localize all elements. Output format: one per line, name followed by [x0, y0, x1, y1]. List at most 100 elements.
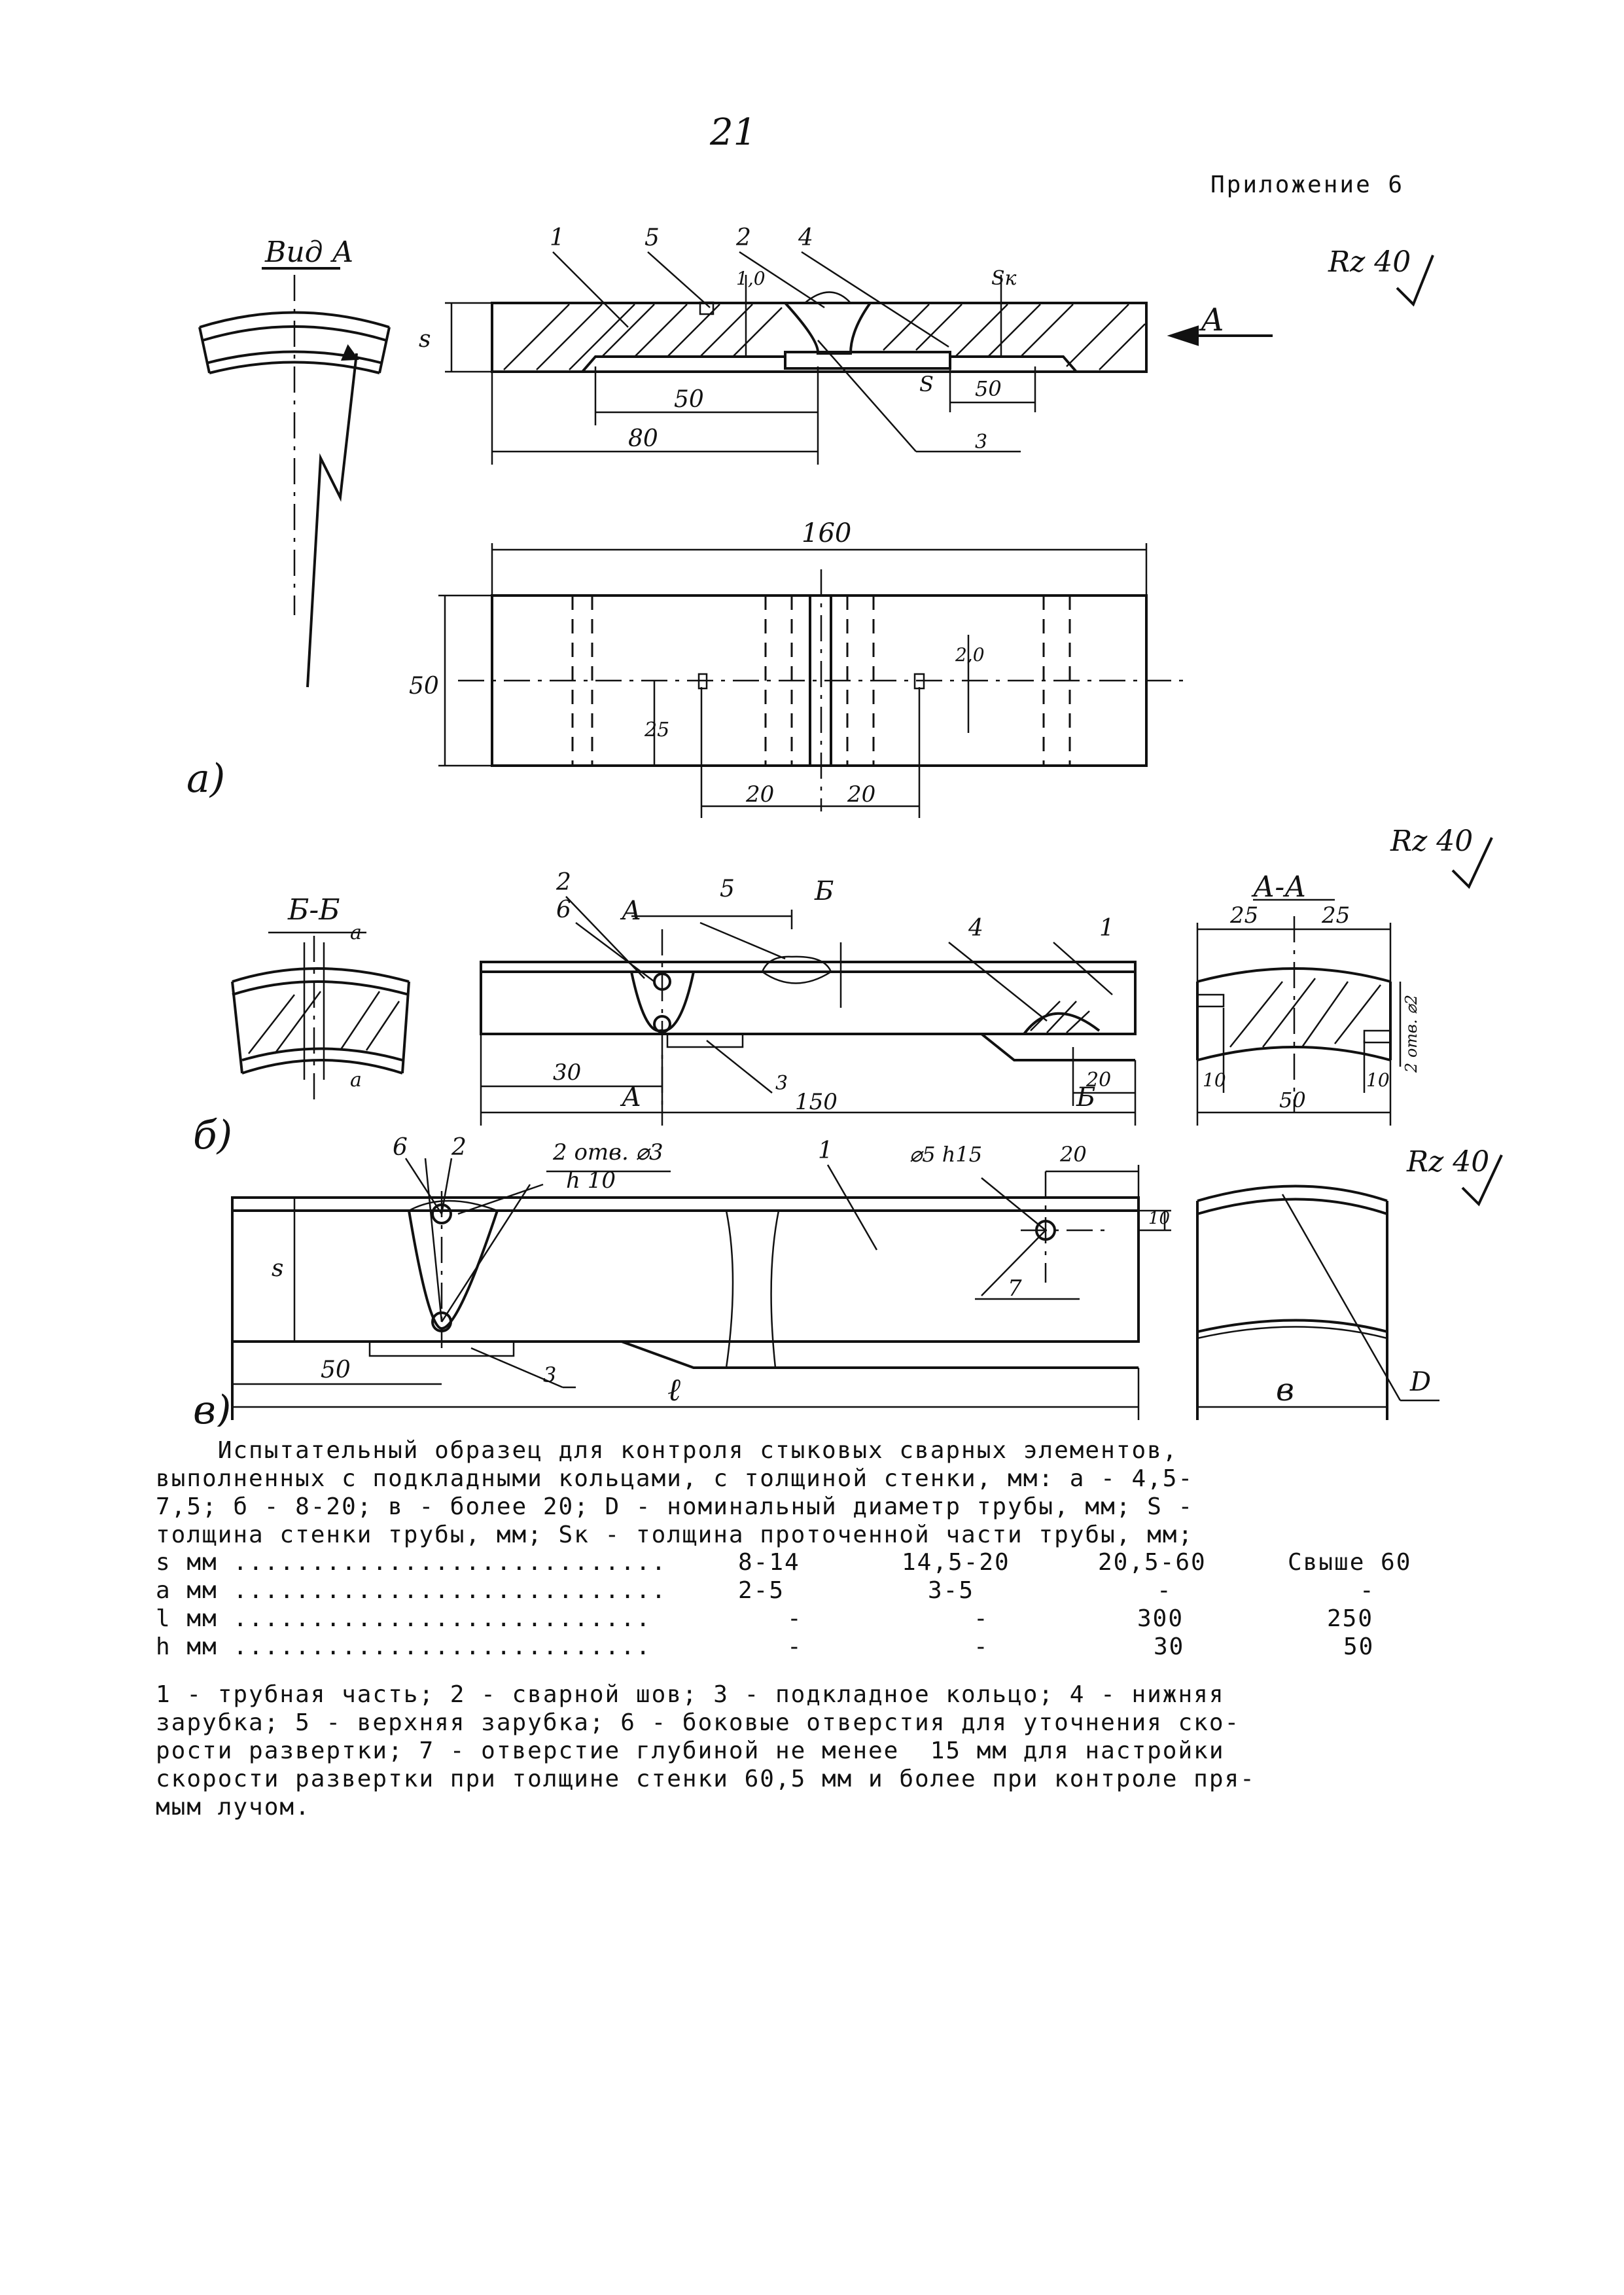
- dim-b-holes: 2 отв. ⌀2: [1402, 995, 1421, 1073]
- dim-a-2: 2,0: [955, 644, 985, 666]
- dimension-table: s мм ............................ 8-14 1…: [156, 1548, 1471, 1661]
- legend-line: мым лучом.: [156, 1794, 311, 1821]
- dim-v-h10: h 10: [566, 1167, 616, 1194]
- callout-b-2: 2: [556, 869, 571, 896]
- callout-a-5: 5: [644, 224, 660, 251]
- page-number: 21: [710, 111, 757, 154]
- view-a-title: Вид А: [264, 236, 354, 269]
- dim-a-sk: Sк: [991, 267, 1017, 290]
- callout-a-3: 3: [975, 431, 987, 454]
- callout-v-1: 1: [818, 1137, 833, 1164]
- callout-v-2: 2: [451, 1134, 467, 1161]
- dim-a-s: S: [919, 372, 934, 397]
- caption-line: 7,5; б - 8-20; в - более 20; D - номинал…: [156, 1493, 1194, 1520]
- callout-a-4: 4: [798, 224, 813, 251]
- legend-line: зарубка; 5 - верхняя зарубка; 6 - боковы…: [156, 1709, 1241, 1736]
- legend-line: скорости развертки при толщине стенки 60…: [156, 1766, 1256, 1792]
- dim-v-20: 20: [1059, 1142, 1087, 1167]
- dim-v-holes: 2 отв. ⌀3: [552, 1139, 663, 1165]
- dim-b-50: 50: [1279, 1088, 1306, 1112]
- callout-a-1: 1: [550, 224, 565, 251]
- plan-view-a: [438, 543, 1191, 818]
- legend-line: 1 - трубная часть; 2 - сварной шов; 3 - …: [156, 1681, 1225, 1708]
- table-cell-label: s мм ............................: [156, 1549, 667, 1576]
- table-row: l мм ........................... - - 300…: [156, 1605, 1471, 1633]
- dim-a-20-right: 20: [847, 781, 875, 808]
- pipe-end-view-v: [1196, 1184, 1439, 1420]
- callout-v-6: 6: [393, 1134, 408, 1161]
- table-cell: -: [1360, 1577, 1375, 1604]
- callout-a-2: 2: [735, 224, 751, 251]
- table-cell: -: [787, 1605, 803, 1632]
- callout-v-3: 3: [543, 1362, 556, 1387]
- legend-line: рости развертки; 7 - отверстие глубиной …: [156, 1737, 1225, 1764]
- dim-v-10: 10: [1148, 1209, 1170, 1228]
- dim-a-1: 1,0: [736, 268, 766, 289]
- table-cell: 2-5: [738, 1577, 785, 1604]
- dim-a-50-right: 50: [975, 376, 1002, 401]
- dim-b-25-right: 25: [1321, 902, 1350, 929]
- dim-v-s: s: [272, 1255, 283, 1282]
- label-part-b: б): [193, 1112, 232, 1158]
- label-arrow-a: А: [1199, 302, 1224, 338]
- dim-b-10-right: 10: [1366, 1069, 1390, 1091]
- caption-line: толщина стенки трубы, мм; Sк - толщина п…: [156, 1521, 1194, 1548]
- main-view-b: [480, 896, 1137, 1126]
- section-bb: [231, 931, 410, 1099]
- callout-b-3: 3: [775, 1072, 788, 1095]
- table-row: а мм ............................ 2-5 3-…: [156, 1576, 1471, 1605]
- table-cell: 300: [1137, 1605, 1184, 1632]
- table-row: s мм ............................ 8-14 1…: [156, 1548, 1471, 1576]
- callout-b-4: 4: [968, 915, 983, 942]
- dim-v-d: D: [1409, 1367, 1431, 1397]
- dim-a-50-lower: 50: [674, 386, 704, 413]
- section-bb-a-lower: a: [350, 1069, 362, 1092]
- main-view-v: [231, 1158, 1171, 1420]
- table-row: h мм ........................... - - 30 …: [156, 1633, 1471, 1661]
- roughness-a: Rz 40: [1328, 245, 1411, 279]
- label-b-b-bottom: Б: [1076, 1082, 1095, 1112]
- table-cell: 50: [1343, 1633, 1375, 1660]
- view-a-sketch: [198, 275, 391, 688]
- dim-a-20-left: 20: [745, 781, 774, 808]
- dim-a-25: 25: [644, 719, 669, 741]
- dim-a-160: 160: [802, 518, 851, 548]
- dim-b-20: 20: [1086, 1069, 1111, 1092]
- dim-v-hole5: ⌀5 h15: [909, 1142, 982, 1167]
- caption-line: выполненных с подкладными кольцами, с то…: [156, 1465, 1194, 1492]
- dim-v-l: ℓ: [667, 1372, 680, 1408]
- table-cell: 8-14: [738, 1549, 800, 1576]
- legend-text: 1 - трубная часть; 2 - сварной шов; 3 - …: [156, 1681, 1471, 1821]
- table-cell-label: l мм ...........................: [156, 1605, 667, 1632]
- dim-b-25-left: 25: [1229, 902, 1258, 929]
- appendix-label: Приложение 6: [1210, 171, 1405, 198]
- table-cell: 30: [1154, 1633, 1185, 1660]
- label-part-v: в): [193, 1387, 231, 1427]
- table-cell: -: [1157, 1577, 1173, 1604]
- table-cell: Свыше 60: [1288, 1549, 1412, 1576]
- section-main-a: [445, 251, 1273, 465]
- label-b-a-top: А: [620, 896, 641, 926]
- section-aa: [1196, 898, 1402, 1126]
- table-cell: -: [787, 1633, 803, 1660]
- callout-b-5: 5: [720, 876, 735, 902]
- dim-b-10-left: 10: [1203, 1069, 1226, 1091]
- figure-caption: Испытательный образец для контроля стыко…: [156, 1436, 1471, 1549]
- table-cell: 250: [1327, 1605, 1374, 1632]
- table-cell: -: [974, 1605, 989, 1632]
- callout-b-1: 1: [1099, 915, 1114, 942]
- section-bb-title: Б-Б: [287, 893, 340, 927]
- table-cell: -: [974, 1633, 989, 1660]
- dim-b-30: 30: [553, 1059, 581, 1086]
- label-b-a-bottom: А: [620, 1082, 641, 1112]
- caption-line: Испытательный образец для контроля стыко…: [156, 1437, 1178, 1464]
- technical-drawing: Вид А: [186, 224, 1503, 1427]
- dim-v-50: 50: [321, 1357, 351, 1383]
- table-cell: 14,5-20: [902, 1549, 1010, 1576]
- table-cell-label: а мм ............................: [156, 1577, 667, 1604]
- roughness-b: Rz 40: [1390, 825, 1473, 858]
- dim-a-s-left: s: [419, 326, 431, 353]
- section-bb-a: a: [350, 921, 362, 944]
- section-aa-title: А-А: [1251, 870, 1307, 904]
